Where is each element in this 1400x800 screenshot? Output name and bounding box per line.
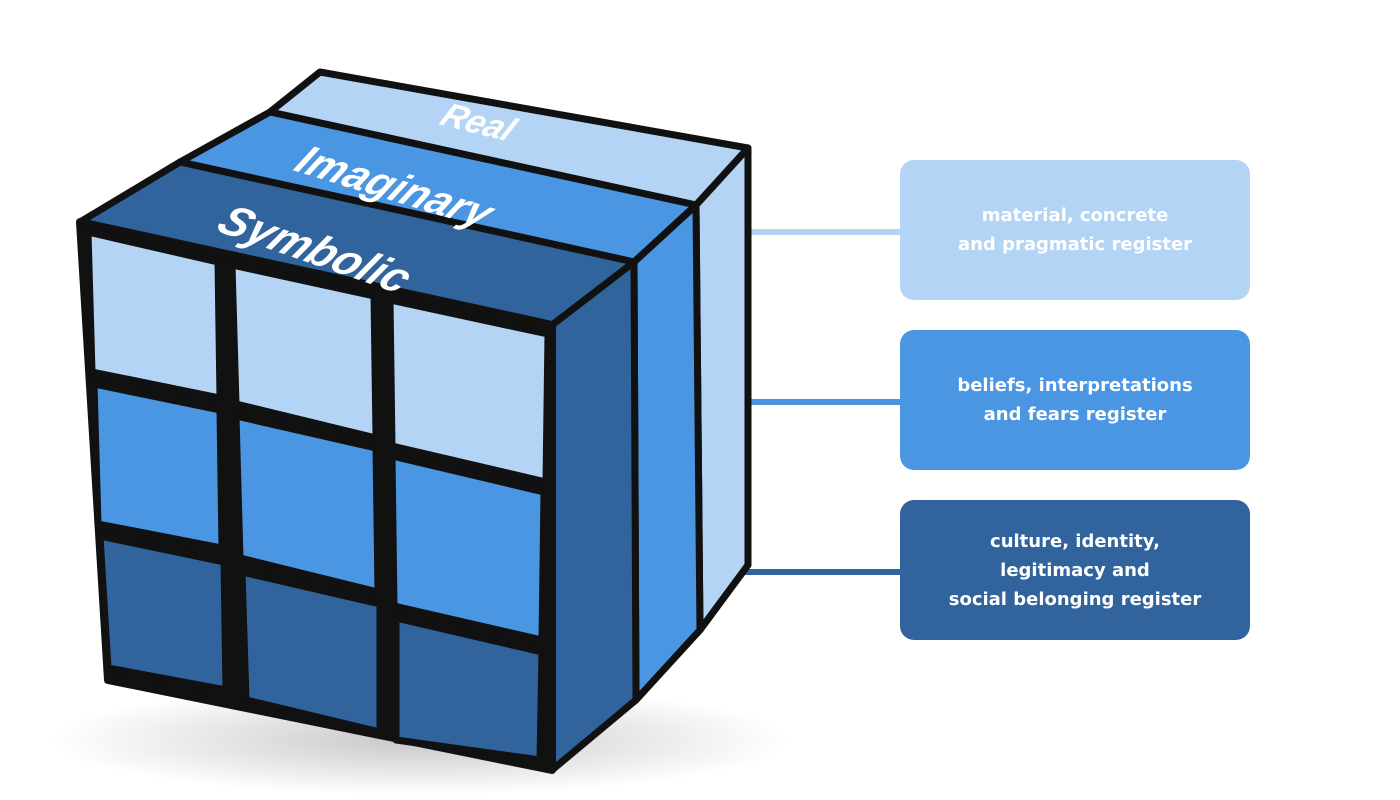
front-tile — [96, 532, 230, 694]
front-tile — [232, 412, 382, 596]
register-line: material, concrete — [981, 205, 1169, 226]
register-text-real: material, concrete and pragmatic registe… — [958, 201, 1192, 259]
side-face-imaginary — [630, 201, 704, 704]
front-tile — [84, 228, 224, 402]
register-box-real: material, concrete and pragmatic registe… — [900, 160, 1250, 300]
side-face-real — [692, 144, 752, 634]
front-tile — [90, 380, 226, 552]
register-line: and fears register — [983, 404, 1167, 425]
register-line: and pragmatic register — [957, 234, 1193, 255]
register-line: beliefs, interpretations — [957, 375, 1193, 396]
register-text-symbolic: culture, identity, legitimacy and social… — [949, 527, 1202, 614]
register-text-imaginary: beliefs, interpretations and fears regis… — [957, 371, 1192, 429]
register-box-symbolic: culture, identity, legitimacy and social… — [900, 500, 1250, 640]
front-tile — [386, 296, 552, 486]
front-tile — [392, 614, 546, 764]
side-face-symbolic — [548, 258, 640, 774]
register-box-imaginary: beliefs, interpretations and fears regis… — [900, 330, 1250, 470]
register-line: legitimacy and — [1000, 559, 1150, 581]
front-tile — [228, 261, 380, 442]
front-tile — [238, 568, 384, 736]
register-line: culture, identity, — [990, 530, 1160, 552]
register-line: social belonging register — [948, 588, 1202, 610]
front-tile — [388, 452, 548, 644]
